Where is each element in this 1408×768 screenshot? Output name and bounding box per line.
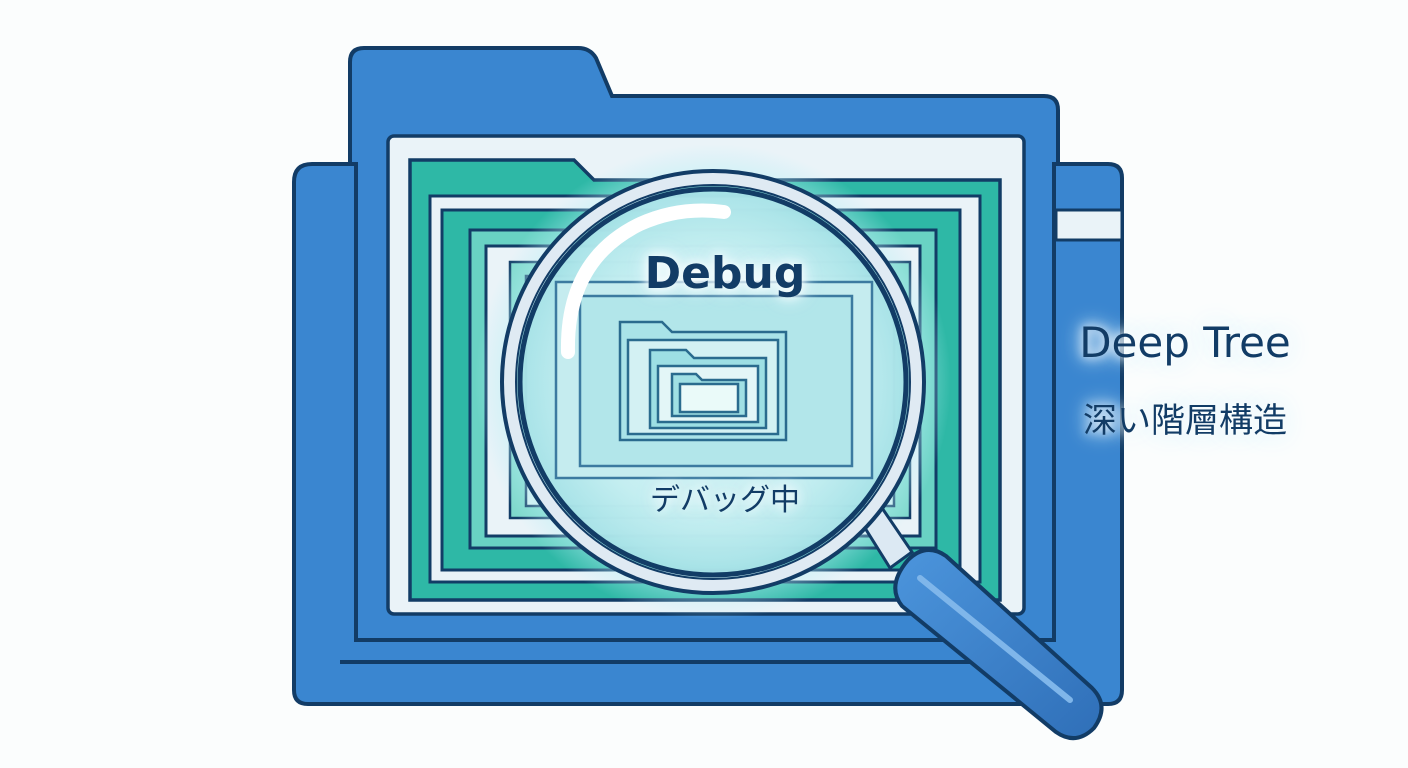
lens-title: Debug: [644, 248, 806, 299]
magnifying-glass-icon: [475, 144, 1104, 740]
lens-status: デバッグ中: [650, 483, 800, 518]
side-caption-title: Deep Tree: [1079, 318, 1291, 367]
side-caption-subtitle: 深い階層構造: [1083, 401, 1287, 441]
